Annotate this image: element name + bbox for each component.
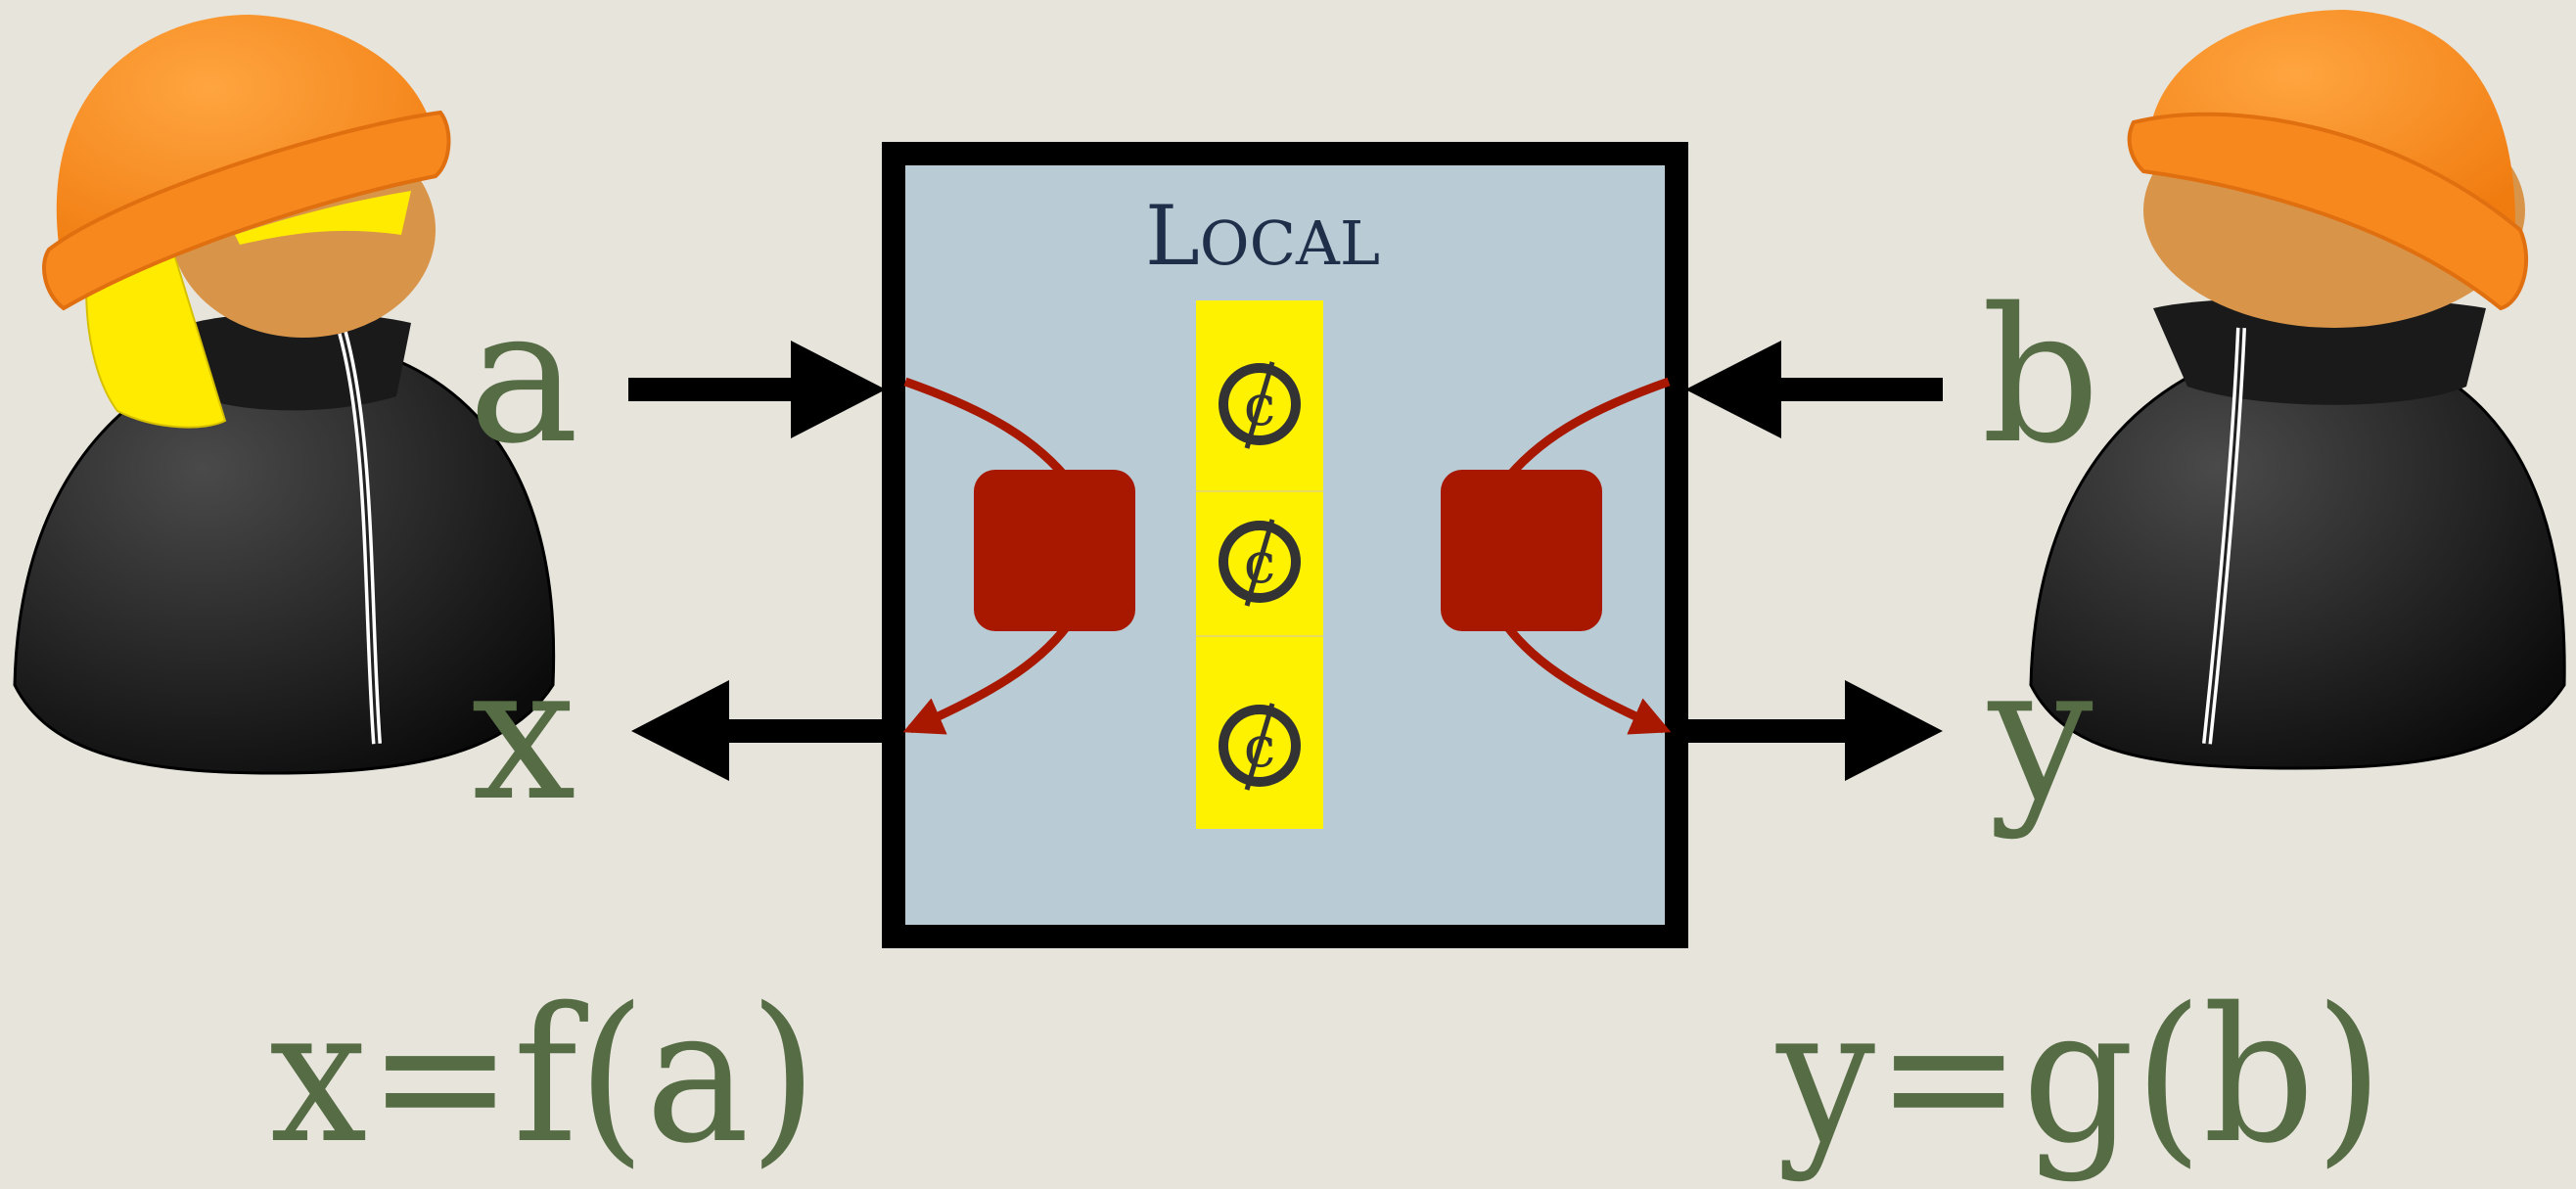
no-copyright-strip: c c c (1196, 300, 1323, 829)
left-input-label: a (468, 268, 578, 484)
input-arrow-b (1685, 341, 1943, 438)
right-user-jacket (2029, 336, 2566, 770)
output-arrow-x (631, 680, 891, 781)
left-processor-icon (902, 377, 1135, 735)
left-output-label: x (471, 625, 575, 842)
input-arrow-a (628, 341, 886, 438)
right-user-icon (2029, 10, 2566, 770)
no-copyright-icon: c (1219, 519, 1301, 607)
right-output-label: y (1987, 625, 2093, 842)
no-copyright-icon: c (1219, 361, 1301, 449)
no-copyright-icon: c (1219, 703, 1301, 791)
left-user-icon (13, 15, 556, 775)
right-input-label: b (1981, 268, 2100, 484)
right-equation: y=g(b) (1775, 968, 2383, 1184)
output-arrow-y (1679, 680, 1943, 781)
left-equation: x=f(a) (269, 968, 817, 1184)
right-processor-icon (1441, 377, 1672, 735)
local-box-title: LOCAL (1145, 188, 1380, 284)
